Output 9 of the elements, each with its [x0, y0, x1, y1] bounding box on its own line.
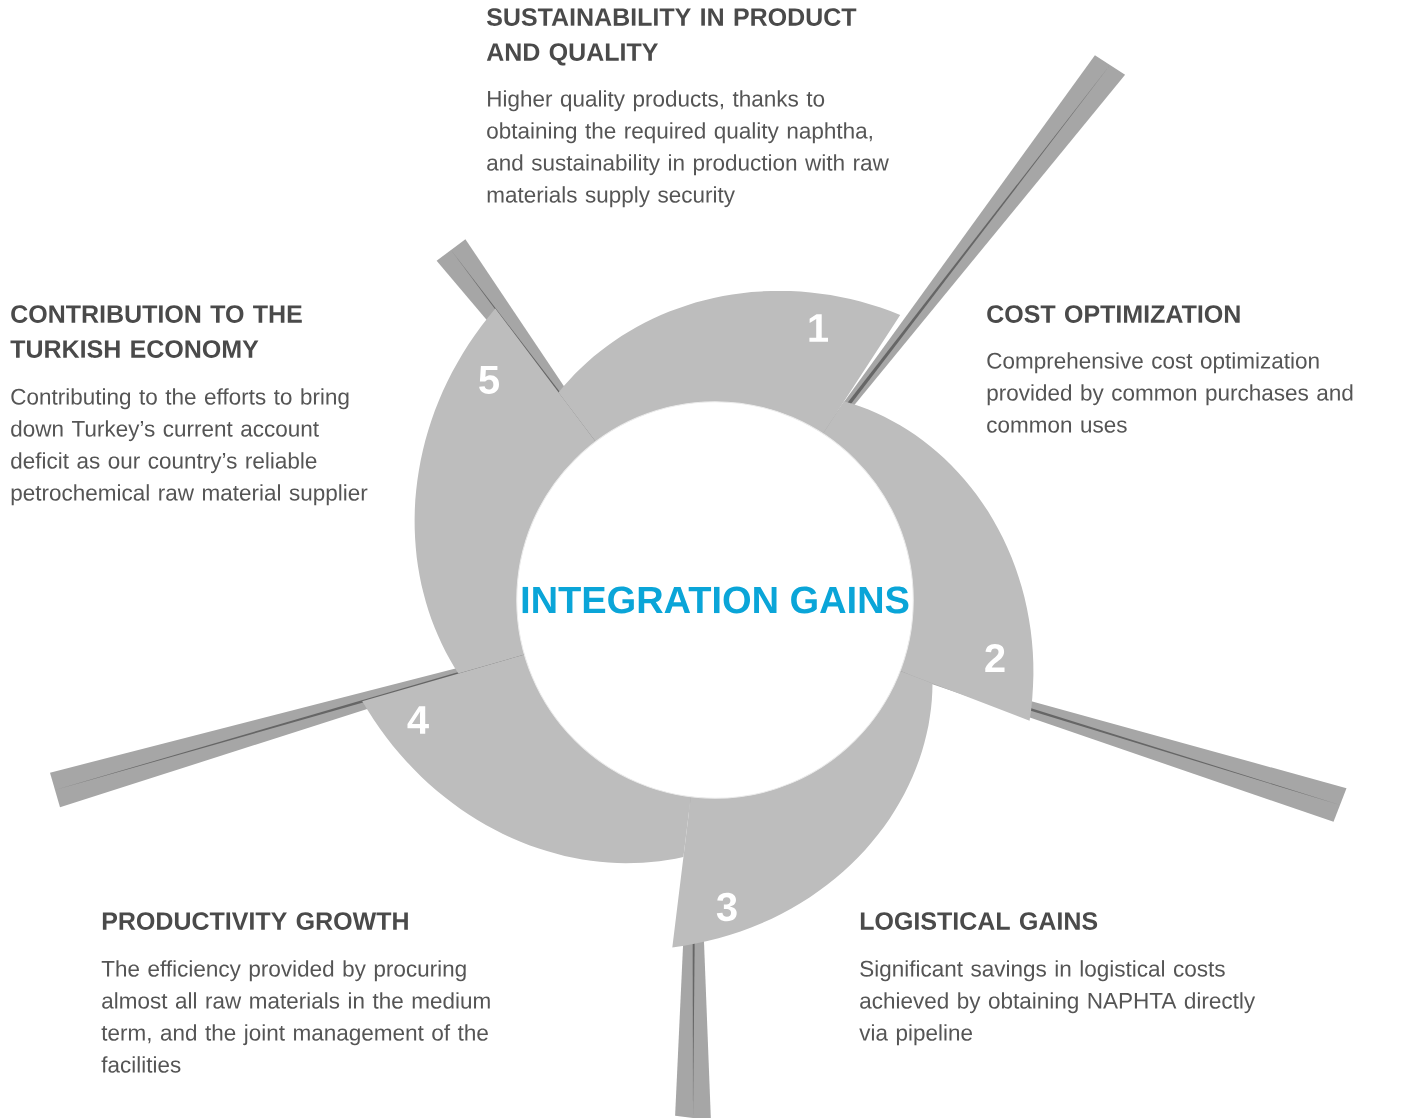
description-text: The efficiency provided by procuring almost all raw materials in the medium term, and the joint management of the facilities	[101, 960, 490, 1073]
description-text: Contributing to the efforts to bring down Turkey’s current account deficit as our country’s reliable petrochemical raw material supplier	[11, 388, 368, 506]
description-text: Higher quality products, thanks to obtaining the required quality naphtha, and sustainability in production with raw materials supply security	[487, 90, 889, 208]
heading: COST OPTIMIZATION	[987, 305, 1240, 323]
heading: PRODUCTIVITY GROWTH	[102, 912, 408, 930]
heading: CONTRIBUTION TO THE TURKISH ECONOMY	[10, 305, 302, 358]
description-text: Comprehensive cost optimization provided by common purchases and common uses	[987, 352, 1353, 433]
description-text: Significant savings in logistical costs achieved by obtaining NAPHTA directly via pipeline	[859, 960, 1256, 1046]
heading: SUSTAINABILITY IN PRODUCT AND QUALITY	[486, 8, 857, 66]
